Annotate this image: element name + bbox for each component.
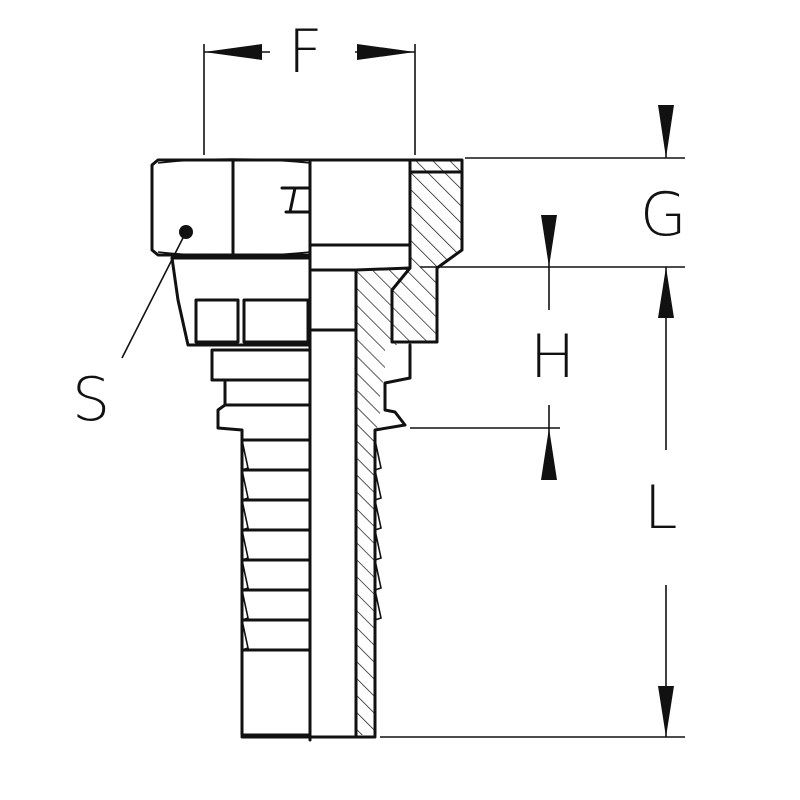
label-f: F bbox=[288, 17, 323, 87]
dimension-g bbox=[420, 105, 685, 268]
nut-section bbox=[308, 158, 464, 344]
label-l: L bbox=[644, 473, 678, 543]
collar bbox=[170, 256, 312, 347]
section-hatching bbox=[312, 160, 462, 735]
dimension-h bbox=[410, 215, 560, 480]
hex-nut bbox=[150, 158, 312, 257]
label-h: H bbox=[530, 322, 576, 392]
label-s: S bbox=[72, 365, 111, 435]
shank bbox=[210, 348, 312, 737]
bore bbox=[308, 158, 412, 742]
dimension-f bbox=[203, 44, 416, 155]
leader-s bbox=[121, 225, 193, 359]
dimension-l bbox=[380, 267, 685, 738]
label-g: G bbox=[640, 180, 687, 250]
body-section bbox=[240, 343, 412, 739]
